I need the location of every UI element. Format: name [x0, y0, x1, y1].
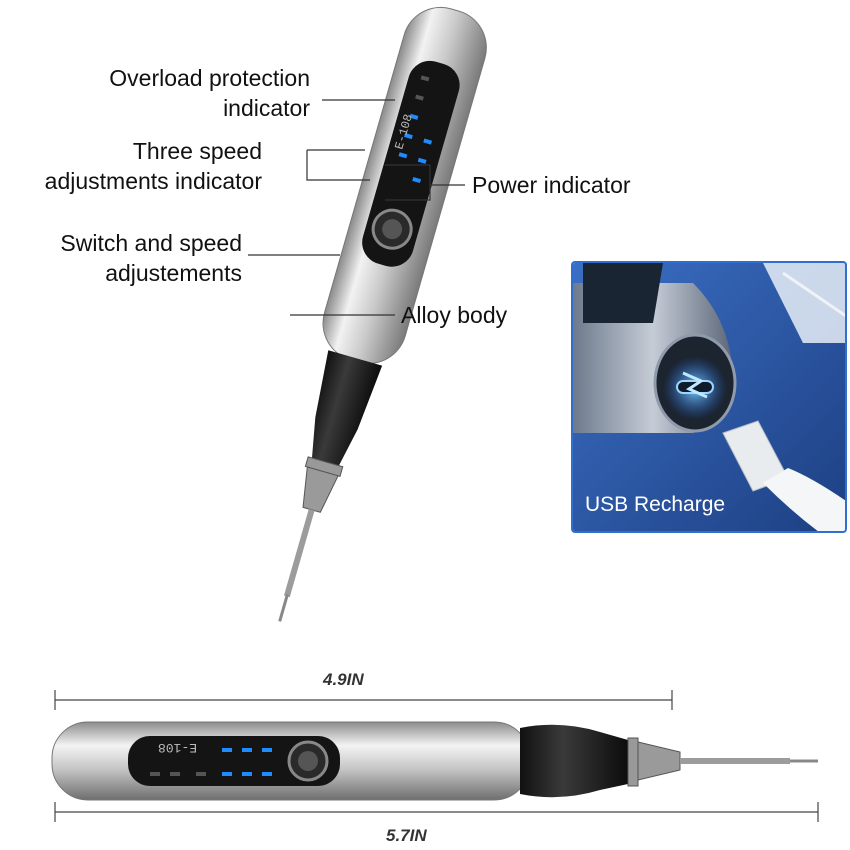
- rubber-grip: [311, 350, 383, 466]
- speed-label-line2: adjustments indicator: [44, 168, 262, 194]
- power-label: Power indicator: [472, 172, 631, 198]
- speed-label: Three speed adjustments indicator: [0, 136, 262, 196]
- overload-label: Overload protection indicator: [40, 63, 310, 123]
- diagonal-pen: [278, 6, 487, 622]
- overload-label-line2: indicator: [223, 95, 310, 121]
- switch-label-line2: adjustements: [105, 260, 242, 286]
- speed-label-line1: Three speed: [132, 138, 262, 164]
- drill-bit-horizontal: [680, 758, 790, 764]
- switch-label: Switch and speed adjustements: [0, 228, 242, 288]
- switch-label-line1: Switch and speed: [60, 230, 242, 256]
- dimension-lines: [54, 690, 819, 822]
- display-panel-horizontal: [128, 736, 340, 786]
- usb-recharge-caption: USB Recharge: [585, 493, 726, 516]
- callout-lines: [248, 99, 465, 316]
- drill-bit: [283, 509, 315, 598]
- dimension-short-label: 4.9IN: [323, 670, 364, 689]
- usb-cable: [763, 468, 845, 531]
- chuck: [302, 466, 339, 513]
- usb-recharge-inset: USB Recharge: [571, 261, 847, 533]
- led-indicators-horizontal: [150, 748, 272, 776]
- usb-recharge-image: [573, 263, 845, 531]
- dimension-long-label: 5.7IN: [386, 826, 427, 845]
- overload-label-line1: Overload protection: [109, 65, 310, 91]
- alloy-body-label: Alloy body: [401, 302, 508, 328]
- horizontal-pen: [51, 721, 818, 801]
- led-indicators: [398, 75, 433, 184]
- model-text-horizontal: E-108: [158, 740, 197, 755]
- rubber-grip-horizontal: [520, 724, 628, 798]
- lightning-icon: [682, 371, 708, 399]
- chuck-horizontal: [637, 741, 681, 781]
